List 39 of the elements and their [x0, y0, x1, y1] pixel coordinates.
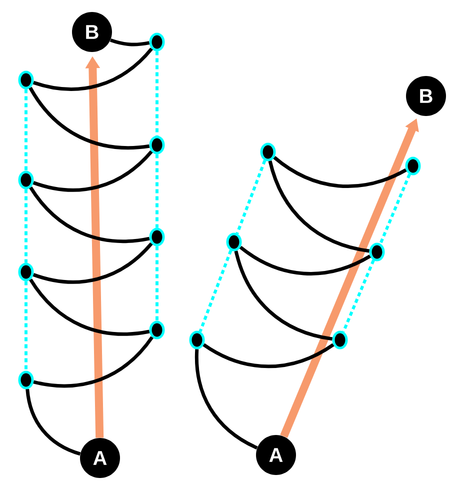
dot: [18, 262, 34, 282]
dotted-line: [24, 189, 28, 263]
curved-link: [273, 156, 407, 188]
curved-link: [110, 38, 150, 46]
dotted-line: [236, 160, 266, 234]
curved-link: [239, 246, 371, 276]
dotted-line: [342, 260, 375, 332]
curved-link: [28, 86, 150, 150]
curved-link: [26, 388, 81, 456]
dot: [18, 70, 34, 90]
dotted-line: [198, 250, 232, 332]
dot: [369, 242, 385, 262]
dot: [332, 330, 348, 350]
dot: [226, 232, 242, 252]
curved-link: [194, 349, 258, 450]
dot: [149, 32, 165, 52]
dot: [260, 142, 276, 162]
dotted-line: [156, 51, 158, 136]
curved-link: [32, 242, 153, 284]
dotted-line: [156, 246, 158, 321]
dotted-line: [156, 154, 158, 228]
dot: [149, 320, 165, 340]
curved-link: [234, 250, 333, 341]
curved-link: [29, 186, 150, 244]
curved-link: [32, 150, 153, 192]
curved-link: [32, 48, 153, 91]
dotted-line: [24, 281, 28, 371]
curved-link: [202, 343, 334, 368]
dot: [189, 330, 205, 350]
dot: [149, 136, 165, 154]
curved-link: [29, 278, 150, 336]
dot: [18, 370, 34, 390]
dot: [405, 156, 421, 176]
curved-link: [33, 336, 154, 388]
dot: [149, 228, 165, 246]
dotted-line: [24, 89, 28, 171]
dotted-line: [379, 174, 411, 244]
dot: [18, 170, 34, 190]
curved-link: [268, 160, 370, 253]
